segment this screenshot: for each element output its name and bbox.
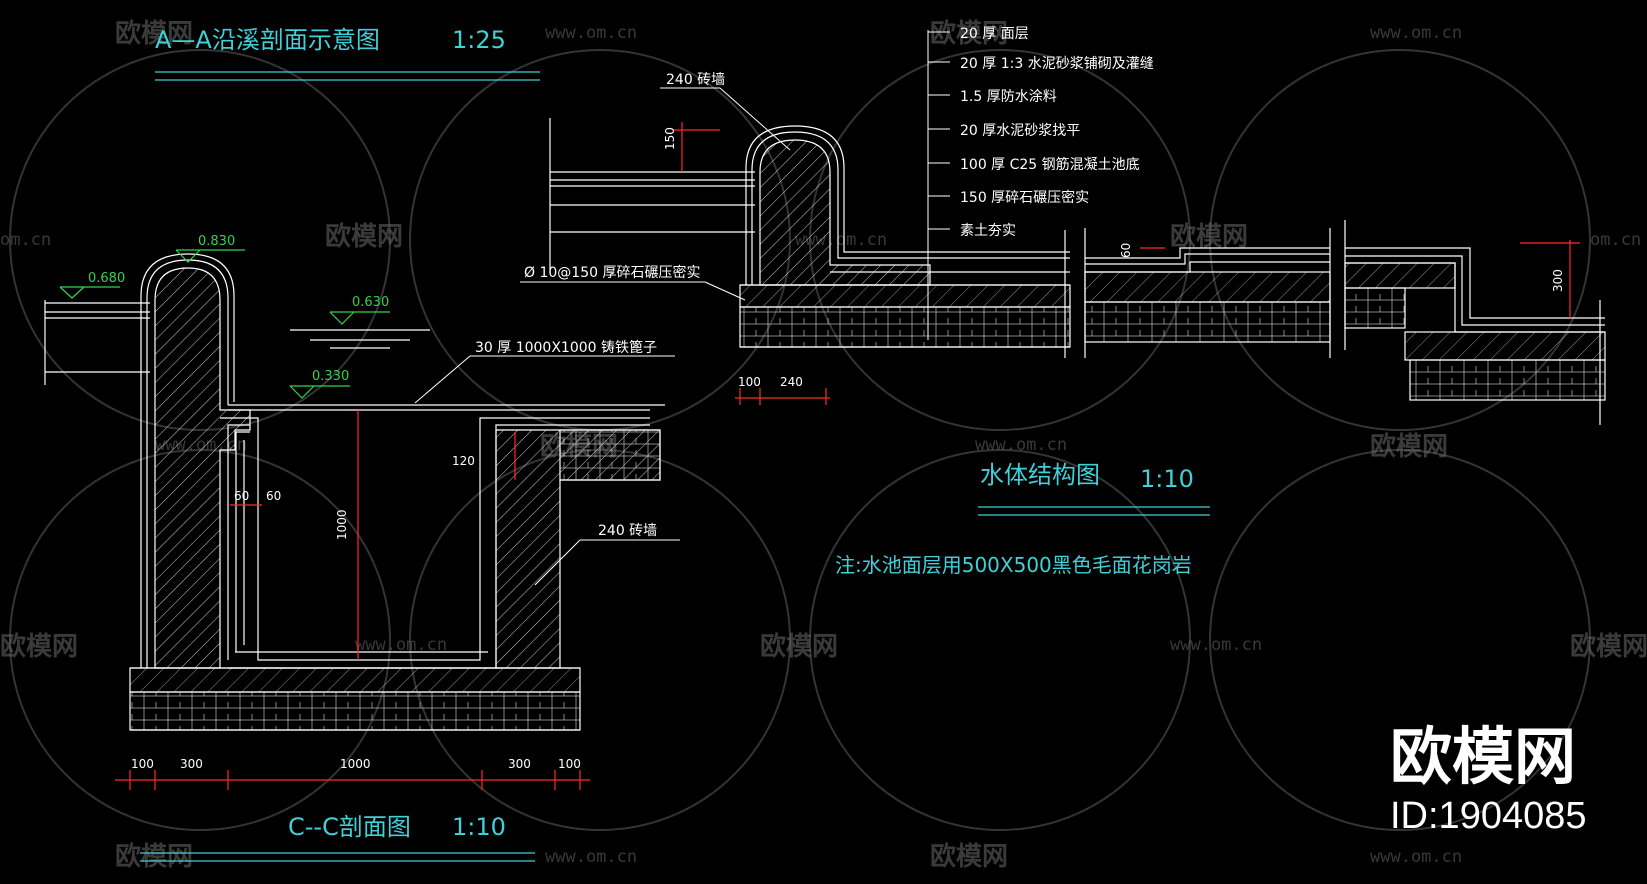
layer-leader-lines	[927, 30, 950, 340]
layer-2: 20 厚 1:3 水泥砂浆铺砌及灌缝	[960, 56, 1154, 72]
dim-1000-vertical: 1000	[335, 509, 349, 540]
dim-bottom-5: 100	[558, 757, 581, 771]
layer-6: 150 厚碎石碾压密实	[960, 189, 1089, 206]
brand-logo-text: 欧模网	[1390, 720, 1576, 793]
water-structure-drawing	[549, 118, 1606, 425]
right-dimension-lines	[672, 122, 1580, 405]
title-water-structure: 水体结构图	[980, 461, 1100, 489]
dim-60b: 60	[266, 489, 281, 503]
cc-dimension-lines	[115, 410, 590, 790]
note-text: 注:水池面层用500X500黑色毛面花岗岩	[835, 553, 1192, 577]
elevation-water-level: 0.630	[352, 295, 389, 310]
watermark-url: om.cn	[0, 230, 51, 250]
title-water-scale: 1:10	[1140, 465, 1194, 493]
dim-60a: 60	[234, 489, 249, 503]
title-cc-section: C--C剖面图	[288, 813, 411, 841]
watermark-brand: 欧模网	[930, 18, 1008, 49]
watermark-brand: 欧模网	[0, 631, 78, 662]
label-grate: 30 厚 1000X1000 铸铁篦子	[475, 340, 657, 356]
watermark-brand: 欧模网	[1170, 221, 1248, 252]
dim-100: 100	[738, 375, 761, 389]
watermark-brand: 欧模网	[1570, 631, 1647, 662]
brand-id: ID:1904085	[1390, 795, 1587, 837]
layer-5: 100 厚 C25 钢筋混凝土池底	[960, 156, 1140, 173]
watermark-url: www.om.cn	[545, 23, 637, 43]
label-rebar: Ø 10@150 厚碎石碾压密实	[524, 264, 700, 281]
dim-60: 60	[1119, 243, 1133, 258]
dim-300: 300	[1551, 269, 1565, 292]
dim-150: 150	[663, 127, 677, 150]
watermark-brand: 欧模网	[1370, 431, 1448, 462]
watermark-brand: 欧模网	[325, 221, 403, 252]
dim-240: 240	[780, 375, 803, 389]
title-aa-scale: 1:25	[452, 26, 506, 54]
title-cc-scale: 1:10	[452, 813, 506, 841]
layer-7: 素土夯实	[960, 223, 1016, 239]
dim-bottom-4: 300	[508, 757, 531, 771]
watermark-brand: 欧模网	[115, 841, 193, 872]
watermark-url: www.om.cn	[1370, 23, 1462, 43]
layer-4: 20 厚水泥砂浆找平	[960, 123, 1080, 139]
elevation-pool-top: 0.330	[312, 369, 349, 384]
watermark-url: www.om.cn	[545, 847, 637, 867]
dim-bottom-1: 100	[131, 757, 154, 771]
label-brick-wall-right: 240 砖墙	[666, 72, 725, 88]
layer-3: 1.5 厚防水涂料	[960, 89, 1057, 105]
label-brick-wall-left: 240 砖墙	[598, 523, 657, 539]
dim-bottom-3: 1000	[340, 757, 371, 771]
watermark-url: www.om.cn	[975, 435, 1067, 455]
elevation-left-ground: 0.680	[88, 271, 125, 286]
title-aa-section: A—A沿溪剖面示意图	[155, 26, 380, 54]
watermark-url: om.cn	[1590, 230, 1641, 250]
watermark-url: www.om.cn	[1170, 635, 1262, 655]
watermark-brand: 欧模网	[930, 841, 1008, 872]
dim-120: 120	[452, 454, 475, 468]
watermark-brand: 欧模网	[115, 18, 193, 49]
cc-section-drawing	[44, 253, 665, 731]
dim-bottom-2: 300	[180, 757, 203, 771]
watermark-brand: 欧模网	[760, 631, 838, 662]
watermark-url: www.om.cn	[355, 635, 447, 655]
layer-1: 20 厚 面层	[960, 26, 1029, 42]
elevation-markers	[59, 249, 390, 399]
watermark-url: www.om.cn	[1370, 847, 1462, 867]
elevation-wall-top: 0.830	[198, 234, 235, 249]
